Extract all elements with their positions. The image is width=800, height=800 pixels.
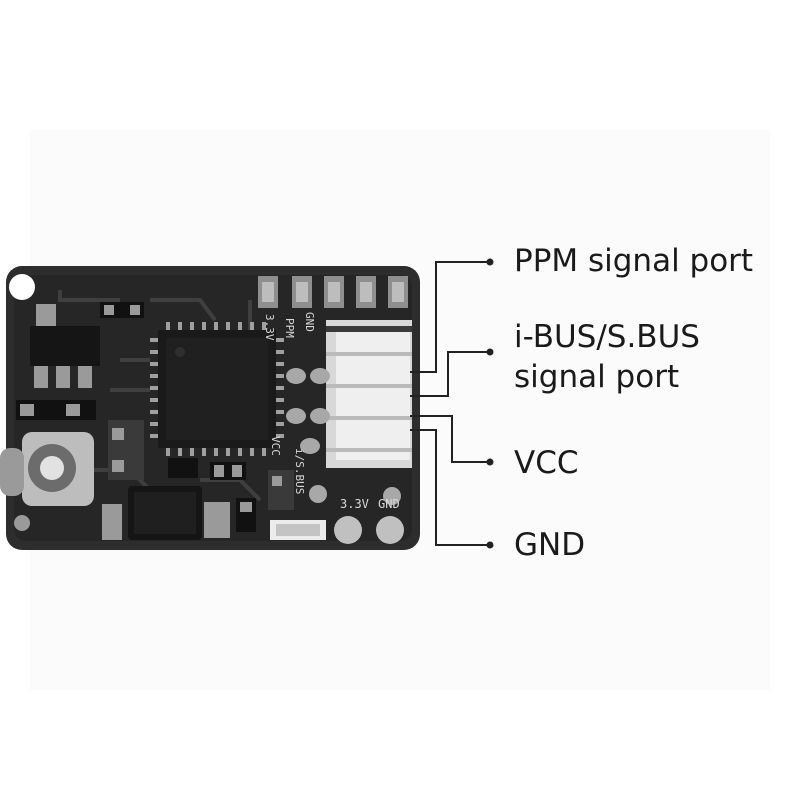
- silk-vcc: VCC: [269, 436, 282, 456]
- callout-line-ibus: [410, 351, 488, 397]
- label-gnd: GND: [514, 527, 586, 563]
- callout-dot-ppm: [486, 258, 494, 266]
- label-ppm-signal-port: PPM signal port: [514, 243, 754, 279]
- callout-dot-ibus: [486, 348, 494, 356]
- silk-gnd-top: GND: [303, 312, 316, 332]
- label-vcc: VCC: [514, 445, 579, 481]
- passive-components: [16, 302, 326, 540]
- silk-ibus: i/S.BUS: [293, 448, 306, 494]
- silk-3v3-bottom: 3.3V: [340, 497, 369, 511]
- crystal: [128, 486, 202, 540]
- pin-header: [326, 320, 412, 468]
- label-ibus-sbus-line2: signal port: [514, 359, 680, 395]
- silk-3v3-top: 3.3V: [263, 314, 276, 341]
- label-ibus-sbus-line1: i-BUS/S.BUS: [514, 319, 700, 355]
- callout-dot-gnd: [486, 541, 494, 549]
- callout-line-gnd: [410, 429, 488, 546]
- top-pads: [258, 276, 408, 308]
- voltage-regulator: [30, 304, 100, 388]
- callout-dot-vcc: [486, 458, 494, 466]
- header-pads: [286, 368, 404, 544]
- antenna-connector: [0, 432, 94, 531]
- callout-lines: [410, 261, 488, 546]
- mount-hole: [9, 274, 35, 300]
- receiver-board: GND PPM 3.3V VCC i/S.BUS 3.3V GND: [0, 266, 420, 550]
- silk-ppm: PPM: [283, 318, 296, 338]
- callout-dots: [486, 258, 494, 549]
- main-ic-chip: [150, 322, 284, 456]
- silk-gnd-bottom: GND: [378, 497, 400, 511]
- callout-line-vcc: [410, 415, 488, 463]
- callout-line-ppm: [410, 261, 488, 373]
